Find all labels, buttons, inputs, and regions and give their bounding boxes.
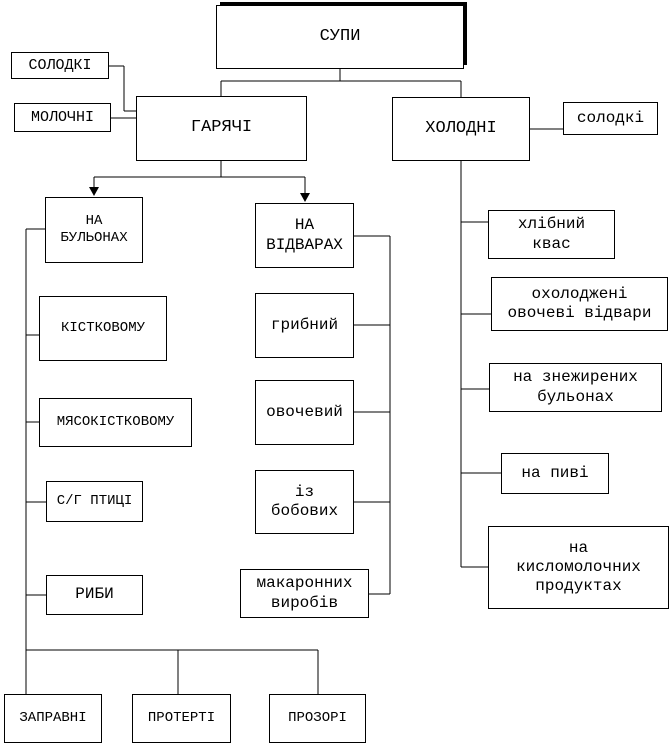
- bottom-clear: ПРОЗОРІ: [269, 694, 366, 743]
- broths-node: НА БУЛЬОНАХ: [45, 197, 143, 263]
- decoction-item-vegetable: овочевий: [255, 380, 354, 445]
- cold-item-beer: на пиві: [501, 453, 609, 494]
- cold-item-dairy-products: на кисломолочних продуктах: [488, 526, 669, 609]
- decoction-item-legumes: із бобових: [255, 470, 354, 534]
- cold-item-chilled-vegetable: охолоджені овочеві відвари: [491, 277, 668, 331]
- hot-node: ГАРЯЧІ: [136, 96, 307, 161]
- hot-side-sweet: СОЛОДКІ: [11, 52, 109, 79]
- broth-item-meat-bone: МЯСОКІСТКОВОМУ: [39, 398, 192, 447]
- decoction-item-mushroom: грибний: [255, 293, 354, 358]
- broth-item-fish: РИБИ: [46, 575, 143, 615]
- hot-side-dairy: МОЛОЧНІ: [14, 103, 111, 132]
- broth-item-poultry: С/Г ПТИЦІ: [46, 481, 143, 522]
- bottom-pureed: ПРОТЕРТІ: [132, 694, 231, 743]
- cold-item-kvass: хлібний квас: [488, 210, 615, 259]
- decoctions-node: НА ВІДВАРАХ: [255, 203, 354, 268]
- decoction-item-pasta: макаронних виробів: [240, 569, 369, 618]
- broth-item-bone: КІСТКОВОМУ: [39, 296, 167, 361]
- cold-node: ХОЛОДНІ: [392, 97, 530, 161]
- cold-side-sweet: солодкі: [563, 102, 658, 135]
- cold-item-skimmed-broths: на знежирених бульонах: [489, 363, 662, 412]
- root-node: СУПИ: [216, 5, 464, 69]
- bottom-dressed: ЗАПРАВНІ: [4, 694, 102, 743]
